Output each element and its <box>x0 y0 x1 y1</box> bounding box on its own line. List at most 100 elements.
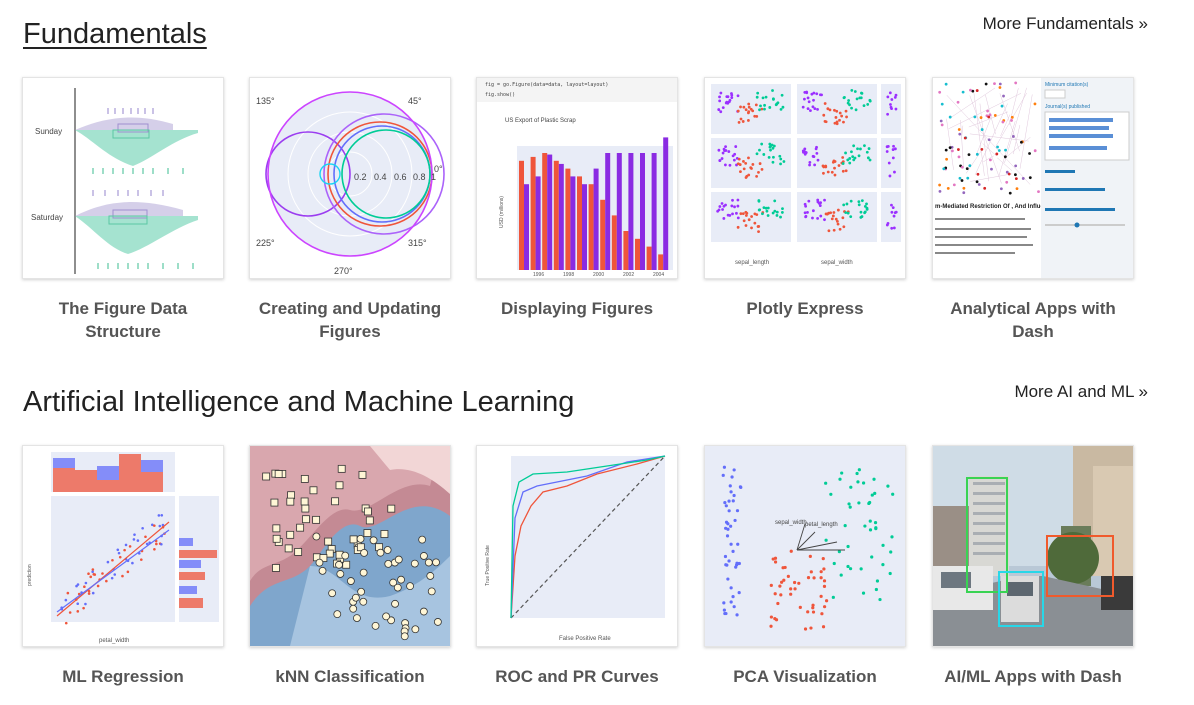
marker <box>729 542 733 546</box>
marker <box>96 584 100 588</box>
marker <box>833 108 836 112</box>
thumbnail-scatter-matrix[interactable]: sepal_length sepal_width <box>704 77 906 279</box>
marker <box>739 117 743 121</box>
thumbnail-dash-app[interactable]: m-Mediated Restriction Of , And Influenz… <box>932 77 1134 279</box>
marker <box>84 581 88 585</box>
marker <box>729 586 733 590</box>
marker <box>763 103 766 107</box>
card-label[interactable]: ROC and PR Curves <box>495 667 659 686</box>
marker <box>962 186 966 190</box>
thumbnail-roc[interactable]: True Positive Rate False Positive Rate <box>476 445 678 647</box>
marker <box>725 563 729 567</box>
card-pca-visualization[interactable]: sepal_width petal_length PCA Visualizati… <box>704 445 906 688</box>
card-ai-ml-apps-dash[interactable]: AI/ML Apps with Dash <box>932 445 1134 688</box>
marker <box>812 98 815 102</box>
marker <box>806 211 809 214</box>
marker <box>764 206 768 210</box>
card-label[interactable]: Analytical Apps with Dash <box>950 299 1116 341</box>
marker <box>158 524 162 528</box>
marker <box>161 523 165 527</box>
marker <box>838 477 842 481</box>
marker <box>859 567 863 571</box>
marker <box>389 578 398 587</box>
marker <box>861 481 866 485</box>
card-label[interactable]: The Figure Data Structure <box>58 299 188 341</box>
marker <box>890 226 894 230</box>
marker <box>771 211 775 215</box>
network-edge <box>1004 87 1027 164</box>
marker <box>728 214 732 217</box>
card-analytical-apps-dash[interactable]: m-Mediated Restriction Of , And Influenz… <box>932 77 1134 343</box>
network-edge <box>974 103 1008 175</box>
more-ai-ml-link[interactable]: More AI and ML » <box>1014 382 1148 401</box>
marker <box>1021 177 1025 180</box>
marker <box>83 585 86 589</box>
card-label[interactable]: ML Regression <box>62 667 184 686</box>
marker <box>939 119 943 123</box>
marker <box>380 530 389 538</box>
card-label[interactable]: kNN Classification <box>275 667 425 686</box>
marker <box>842 203 846 207</box>
card-creating-updating-figures[interactable]: 135° 45° 0° 225° 315° 270° 0.2 0.4 0.6 0… <box>249 77 451 343</box>
marker <box>967 153 971 157</box>
bar <box>646 246 652 270</box>
marker <box>996 145 999 149</box>
marker <box>844 169 848 173</box>
thumbnail-bar-export[interactable]: fig = go.Figure(data=data, layout=layout… <box>476 77 678 279</box>
card-label[interactable]: PCA Visualization <box>733 667 877 686</box>
marker <box>870 493 874 497</box>
marker <box>150 523 154 527</box>
thumbnail-ml-regression[interactable]: prediction petal_width <box>22 445 224 647</box>
card-plotly-express[interactable]: sepal_length sepal_width Plotly Express <box>704 77 906 320</box>
marker <box>1000 104 1004 108</box>
marker <box>113 573 117 576</box>
card-ml-regression[interactable]: prediction petal_width ML Regression <box>22 445 224 688</box>
card-roc-pr-curves[interactable]: True Positive Rate False Positive Rate R… <box>476 445 678 688</box>
marker <box>768 106 772 109</box>
marker <box>424 558 433 567</box>
card-figure-data-structure[interactable]: Sunday Saturday <box>22 77 224 343</box>
marker <box>826 107 830 111</box>
marker <box>782 578 786 582</box>
thumbnail-violin[interactable]: Sunday Saturday <box>22 77 224 279</box>
bar <box>542 153 548 270</box>
marker <box>359 597 368 606</box>
marker <box>859 210 863 214</box>
marker <box>153 547 156 551</box>
marker <box>727 509 731 513</box>
card-label[interactable]: AI/ML Apps with Dash <box>944 667 1122 686</box>
marker <box>874 587 878 592</box>
card-label[interactable]: Plotly Express <box>746 299 864 318</box>
marker <box>286 497 295 506</box>
thumbnail-pca[interactable]: sepal_width petal_length <box>704 445 906 647</box>
marker <box>744 108 748 112</box>
marker <box>371 621 380 630</box>
more-fundamentals-link[interactable]: More Fundamentals » <box>982 14 1148 33</box>
marker <box>82 606 85 610</box>
marker <box>309 486 318 495</box>
chart-title: US Export of Plastic Scrap <box>505 118 576 124</box>
card-displaying-figures[interactable]: fig = go.Figure(data=data, layout=layout… <box>476 77 678 320</box>
marker <box>821 625 826 629</box>
marker <box>868 519 872 523</box>
marker <box>1014 81 1018 85</box>
thumbnail-polar[interactable]: 135° 45° 0° 225° 315° 270° 0.2 0.4 0.6 0… <box>249 77 451 279</box>
marker <box>808 163 811 167</box>
thumbnail-street-detection[interactable] <box>932 445 1134 647</box>
card-knn-classification[interactable]: kNN Classification <box>249 445 451 688</box>
marker <box>831 595 835 599</box>
marker <box>76 583 80 586</box>
marker <box>891 206 895 210</box>
marker <box>733 205 736 209</box>
marker <box>760 168 764 171</box>
roc-svg: True Positive Rate False Positive Rate <box>485 455 666 642</box>
thumbnail-knn[interactable] <box>249 445 451 647</box>
dash-app-svg: m-Mediated Restriction Of , And Influenz… <box>933 78 1133 278</box>
marker <box>729 490 733 494</box>
marker <box>1028 152 1031 155</box>
pca-points <box>721 465 895 631</box>
card-label[interactable]: Displaying Figures <box>500 299 654 318</box>
section-title[interactable]: Fundamentals <box>23 18 207 50</box>
marker <box>848 505 852 509</box>
card-label[interactable]: Creating and Updating Figures <box>258 299 442 341</box>
